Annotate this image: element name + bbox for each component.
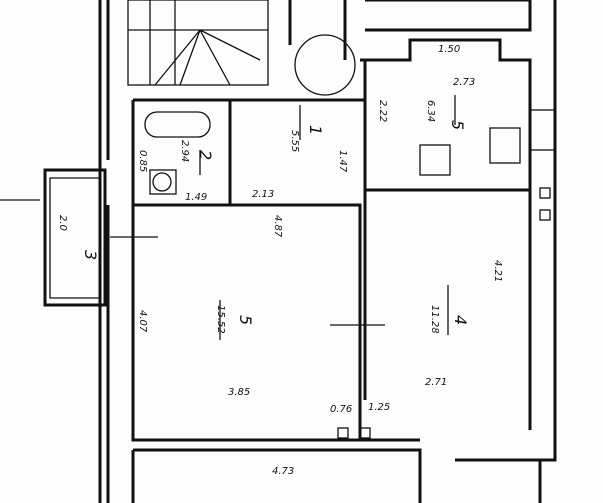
bedroom-dim-1: 4.21 [492, 260, 503, 282]
hall-dim-2: 1.47 [337, 150, 348, 173]
bedroom-area: 11.28 [429, 305, 440, 334]
hall-number: 1 [306, 125, 325, 135]
vent-boxes [337, 187, 551, 439]
kitchen-dim-3: 2.22 [377, 100, 388, 122]
kitchen-area: 6.34 [425, 100, 436, 122]
kitchen-dim-1: 2.73 [453, 77, 475, 88]
hall-dim-1: 2.13 [252, 189, 274, 200]
sink [489, 127, 521, 164]
room-divider-ticks [199, 95, 456, 340]
kitchen-dim-2: 1.50 [438, 44, 460, 55]
living-number: 5 [236, 315, 255, 325]
living-dim-1: 4.07 [137, 310, 148, 333]
misc-label-1: 0.76 [330, 404, 352, 415]
bath-dim-2: 0.85 [137, 150, 148, 172]
stove [419, 144, 451, 176]
misc-label-3: 4.87 [272, 215, 283, 238]
kitchen-number: 5 [448, 120, 467, 130]
staircase [127, 0, 269, 86]
toilet-box [149, 169, 177, 195]
misc-label-2: 1.25 [368, 402, 390, 413]
walls [43, 0, 557, 503]
bedroom-dim-2: 2.71 [425, 377, 447, 388]
window-bay [529, 109, 556, 151]
toilet [152, 172, 172, 192]
hall-area: 5.55 [289, 130, 300, 152]
bath-number: 2 [196, 150, 215, 160]
bedroom-number: 4 [451, 315, 470, 325]
balcony-area: 2.0 [57, 215, 68, 231]
living-dim-2: 3.85 [228, 387, 250, 398]
bath-dim-1: 1.49 [185, 192, 207, 203]
lower-room-dim: 4.73 [272, 466, 294, 477]
balcony-number: 3 [81, 250, 100, 260]
column-circle [294, 34, 356, 96]
bath-area: 2.94 [179, 140, 190, 162]
living-area: 15.52 [215, 305, 226, 334]
bathtub [144, 111, 211, 138]
dimension-lines [0, 105, 385, 326]
